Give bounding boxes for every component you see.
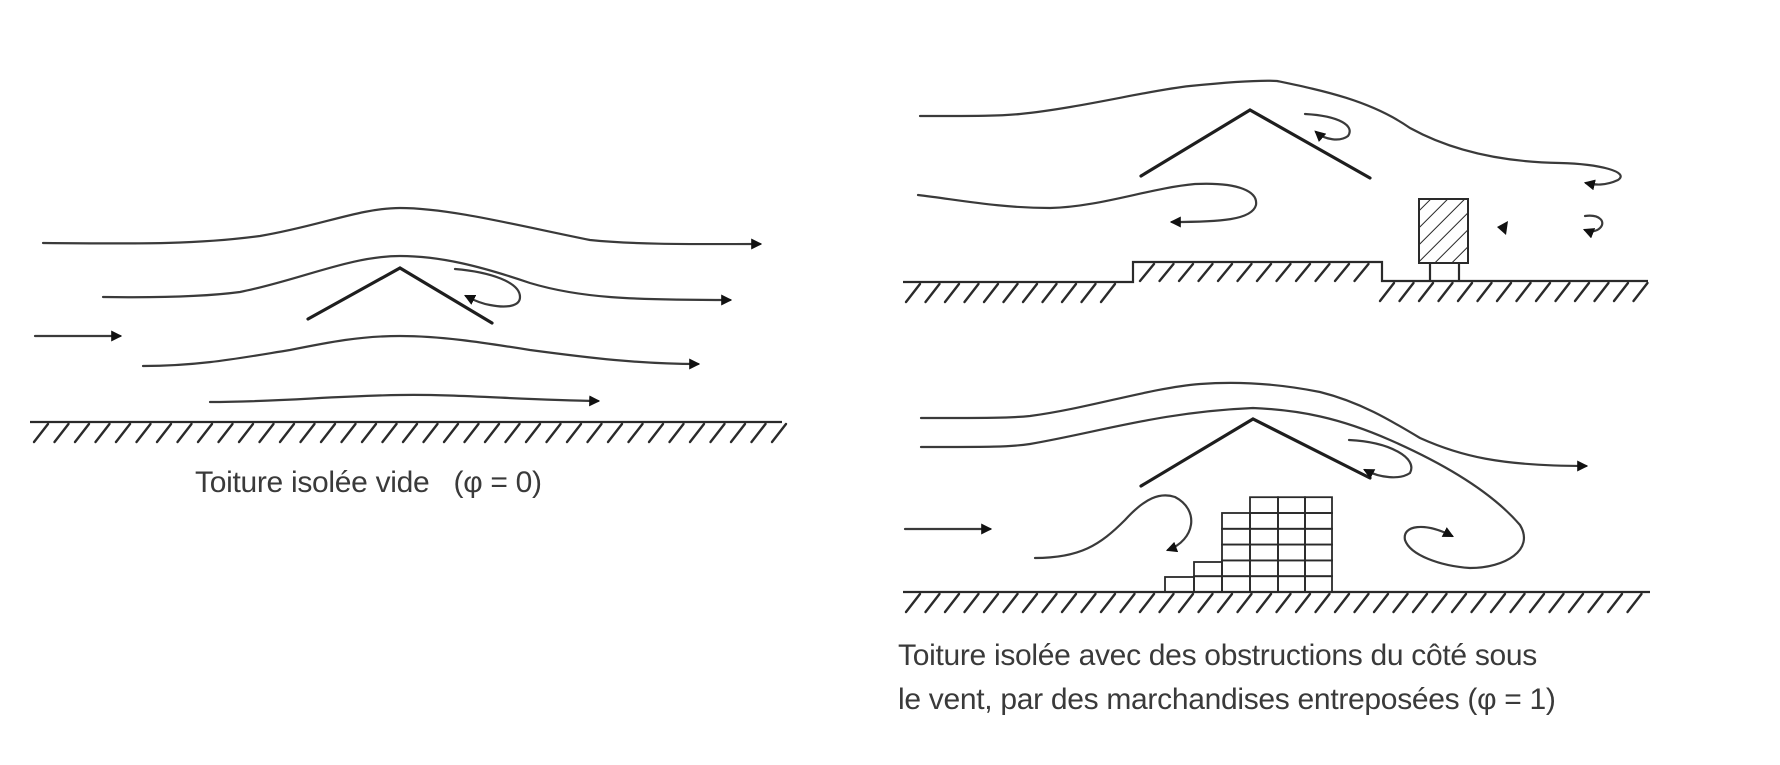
obstruction-block [1418,198,1469,264]
ground-with-step [903,260,1648,284]
panel-canopy-stored-goods [903,381,1650,594]
streamline-3 [141,334,701,370]
streamline-1 [41,206,763,250]
caption-stored-goods-line-1: Toiture isolée avec des obstructions du … [898,639,1538,672]
streamline-a [919,381,1589,472]
small-arrowhead [1497,221,1508,235]
eddy-leeward-roof [1347,438,1413,479]
streamline-4 [208,393,601,407]
caption-empty-canopy: Toiture isolée vide (φ = 0) [195,466,542,499]
stored-goods-stack [1164,496,1333,593]
eddy-leeward [1303,112,1351,142]
streamline-b [919,406,1526,570]
streamline-2 [101,254,733,306]
small-eddy [1582,214,1604,239]
canopy-roof [1139,417,1372,488]
upper-streamline [918,79,1622,191]
canopy-roof [1139,108,1372,180]
eddy-leeward [453,267,522,308]
canopy-roof [306,266,494,325]
eddy-windward [1033,494,1193,560]
panel-canopy-step [903,79,1648,284]
caption-stored-goods-line-2: le vent, par des marchandises entreposée… [898,683,1556,716]
lower-streamline [916,182,1258,228]
panel-empty-canopy [30,206,782,424]
